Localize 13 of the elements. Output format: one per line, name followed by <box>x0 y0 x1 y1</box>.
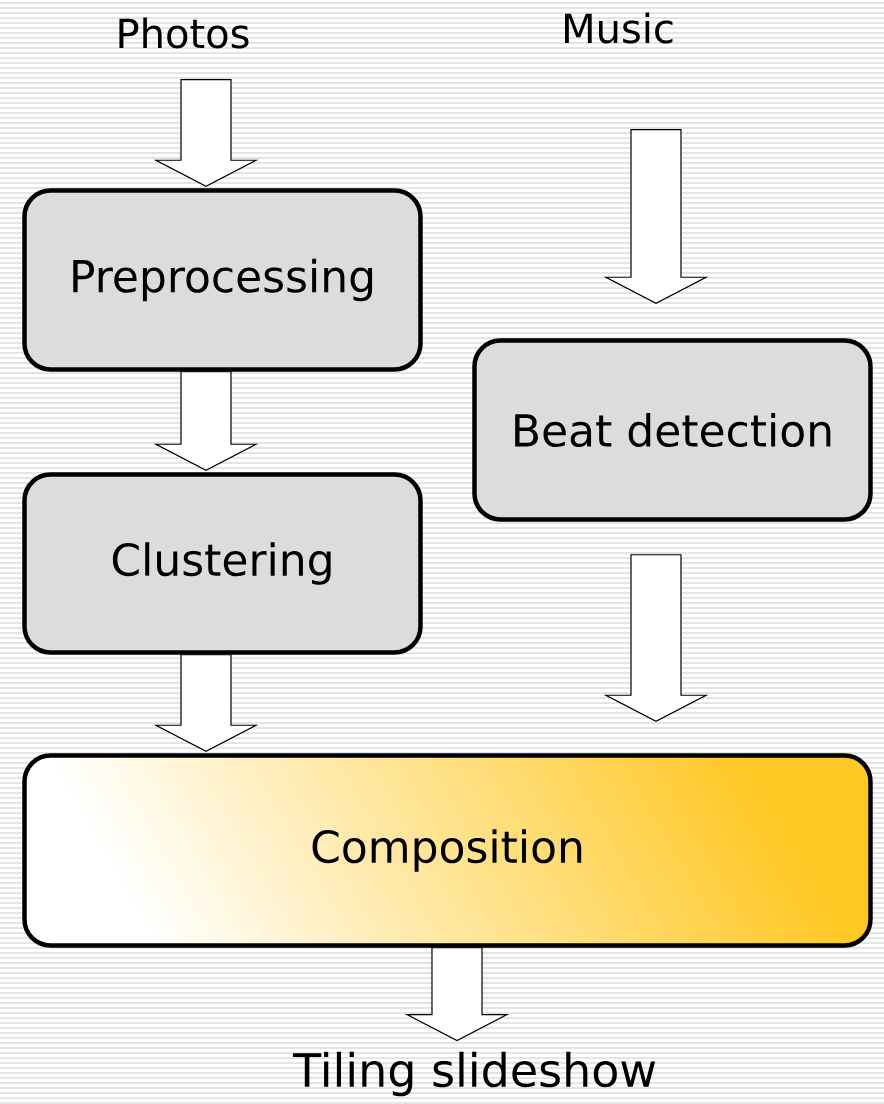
block-arrow <box>404 947 510 1042</box>
flow-label: Photos <box>119 17 249 49</box>
block-arrow <box>153 654 259 752</box>
flow-label: Tiling slideshow <box>292 1051 656 1097</box>
block-arrow <box>603 554 709 722</box>
block-arrow <box>153 79 259 187</box>
flow-label: Music <box>565 12 673 44</box>
process-box: Beat detection <box>472 338 873 522</box>
block-arrow <box>153 371 259 471</box>
process-box: Composition <box>22 753 873 948</box>
process-box: Preprocessing <box>22 188 423 372</box>
process-box: Clustering <box>22 472 423 655</box>
block-arrow <box>603 129 709 304</box>
